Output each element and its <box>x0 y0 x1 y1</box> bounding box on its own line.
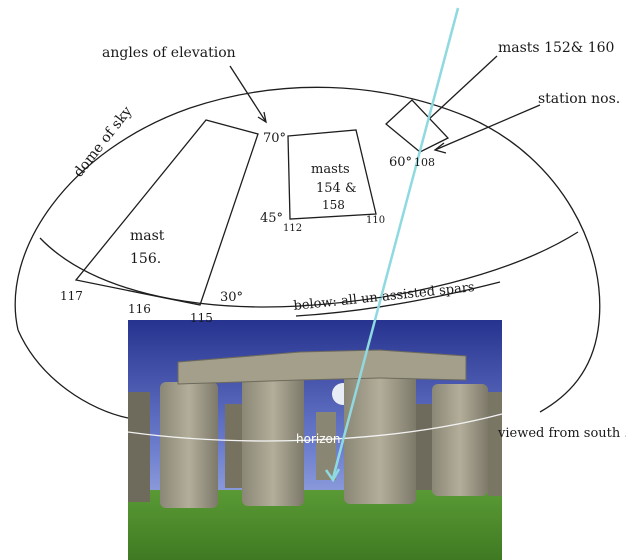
label-station-116: 116 <box>128 302 151 316</box>
label-70-degrees: 70° <box>263 131 286 146</box>
station-nos-arrow <box>435 105 540 150</box>
stone-left <box>160 382 218 508</box>
horizon-30-line <box>40 232 578 307</box>
label-horizon: horizon <box>296 432 340 446</box>
label-station-115: 115 <box>190 311 213 325</box>
label-station-108: 108 <box>414 156 435 169</box>
label-mast-156-line2: 156. <box>130 251 161 267</box>
label-angles-of-elevation: angles of elevation <box>102 45 236 61</box>
stone-left-back <box>225 404 243 488</box>
label-station-nos: station nos. <box>538 91 620 107</box>
stone-right <box>432 384 488 496</box>
dome-base-left <box>18 330 128 418</box>
label-masts-152-160: masts 152& 160 <box>498 40 614 56</box>
label-60-degrees: 60° <box>389 155 412 170</box>
label-station-112: 112 <box>283 223 302 234</box>
label-30-degrees: 30° <box>220 290 243 305</box>
label-dome-of-sky: dome of sky <box>71 104 136 181</box>
label-station-117: 117 <box>60 289 83 303</box>
angles-arrow <box>230 66 266 122</box>
stone-far-left <box>128 392 150 502</box>
label-masts-154-158-line1: masts <box>311 162 350 177</box>
masts-152-160-region <box>386 100 448 152</box>
label-masts-154-158-line3: 158 <box>322 198 345 212</box>
stone-far-right <box>488 392 502 496</box>
label-viewed-from-south: viewed from south . <box>497 426 626 441</box>
angles-arrowhead <box>258 112 266 122</box>
label-station-110: 110 <box>366 215 385 226</box>
label-mast-156-line1: mast <box>130 228 165 244</box>
label-masts-154-158-line2: 154 & <box>316 181 357 196</box>
masts-152-160-arrow <box>428 56 497 120</box>
label-45-degrees: 45° <box>260 211 283 226</box>
stone-center-back <box>316 412 336 480</box>
